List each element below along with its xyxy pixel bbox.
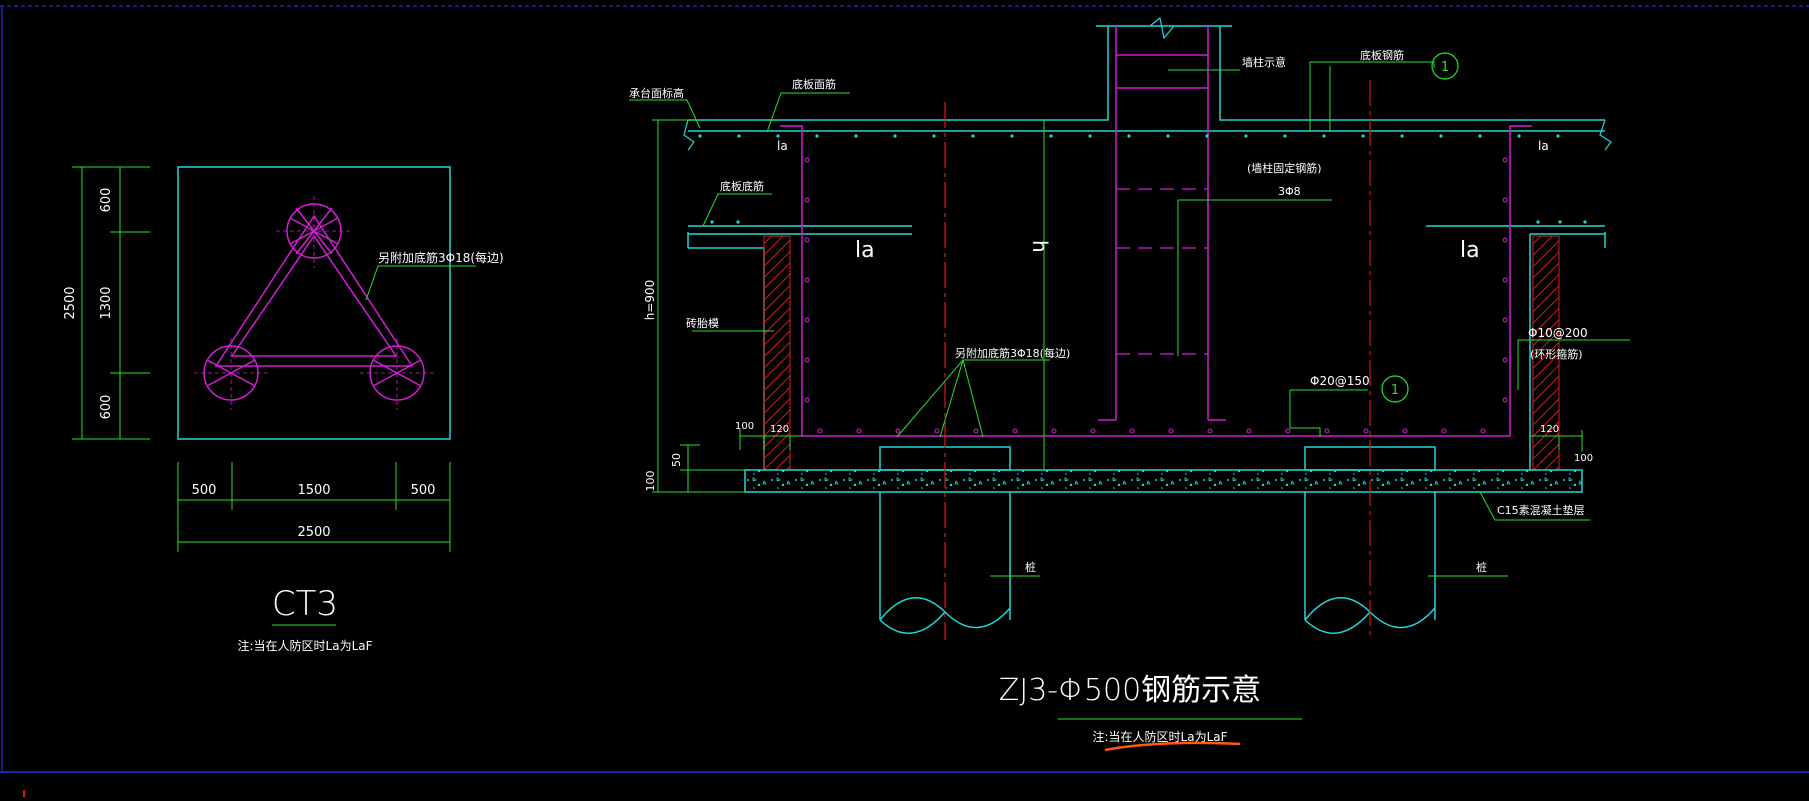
zj3-left-dims [652, 119, 1583, 493]
dim-50: 50 [670, 453, 683, 467]
label-brick: 砖胎模 [686, 316, 719, 330]
ct3-rebar-leader [365, 265, 476, 301]
ct3-left-dimensions [72, 166, 150, 440]
label-face-rebar: 底板面筋 [792, 77, 836, 91]
zj3-note: 注:当在人防区时La为LaF [1092, 729, 1227, 744]
sheet-frame [0, 5, 1809, 797]
label-column: 墙柱示意 [1242, 55, 1286, 69]
label-add-rebar: 另附加底筋3Φ18(每边) [955, 346, 1070, 360]
ct3-dim-bottom-total: 2500 [297, 525, 330, 540]
callout-circle-1 [1431, 52, 1459, 80]
ct3-note: 注:当在人防区时La为LaF [237, 638, 372, 653]
label-la-left: la [855, 238, 875, 263]
zj3-c15-cushion [744, 469, 1583, 493]
zj3-section: 1 1 承台面标高 底板面筋 墙柱示意 底板钢筋 la la 底板底筋 la h… [629, 16, 1630, 752]
label-fix-rebar: (墙柱固定钢筋) [1247, 161, 1322, 175]
label-top-level: 承台面标高 [629, 86, 684, 100]
label-la-right: la [1460, 238, 1480, 263]
label-la-top-right: la [1538, 139, 1549, 153]
label-ring: (环形箍筋) [1530, 347, 1583, 361]
zj3-leaders [629, 61, 1630, 577]
ct3-dim-bottom-mid: 1500 [297, 483, 330, 498]
ct3-dim-left-total: 2500 [63, 286, 78, 319]
break-mark-right-icon [1599, 119, 1612, 151]
label-fix-qty: 3Φ8 [1278, 185, 1301, 198]
callout-2-label: 1 [1391, 383, 1399, 398]
break-line-icon [1149, 16, 1175, 40]
dim-100-base: 100 [644, 471, 657, 492]
ct3-dim-bottom-left: 500 [192, 483, 217, 498]
callout-1-label: 1 [1441, 60, 1449, 75]
zj3-column-outline [688, 25, 1605, 121]
label-c15: C15素混凝土垫层 [1497, 503, 1585, 517]
zj3-column-ties [1116, 188, 1208, 355]
ct3-dim-bottom-right: 500 [411, 483, 436, 498]
label-bottom-rebar-top: 底板钢筋 [1360, 48, 1404, 62]
dim-100-right: 100 [1574, 453, 1593, 464]
zj3-brick-mold-right [1532, 235, 1560, 471]
label-h900: h=900 [643, 280, 657, 321]
zj3-note-underline [1104, 741, 1241, 752]
zj3-title: ZJ3-Φ500钢筋示意 [999, 673, 1261, 708]
dim-100-left: 100 [735, 421, 754, 432]
ct3-outline [177, 166, 451, 440]
label-pile-left: 桩 [1025, 560, 1036, 574]
label-phi10: Φ10@200 [1528, 326, 1588, 340]
zj3-column-rebar [1098, 26, 1226, 421]
label-bottom-bar: 底板底筋 [720, 179, 764, 193]
zj3-slab-outline [687, 130, 1606, 470]
zj3-slab-rebar-dots [698, 134, 1587, 224]
callout-circle-2 [1381, 375, 1409, 403]
zj3-centerlines [944, 80, 1371, 640]
zj3-rebar-dots [804, 157, 1508, 434]
label-h: h [1028, 240, 1052, 253]
ct3-plan: 另附加底筋3Φ18(每边) 600 1300 600 2500 500 1500… [63, 166, 504, 653]
ct3-dim-left-top: 600 [99, 188, 114, 213]
label-pile-right: 桩 [1476, 560, 1487, 574]
ct3-title: CT3 [272, 584, 338, 624]
ct3-rebar-label: 另附加底筋3Φ18(每边) [378, 250, 504, 265]
break-mark-left-icon [683, 119, 695, 151]
label-la-top-left: la [777, 139, 788, 153]
ct3-bottom-dimensions [177, 462, 451, 552]
ct3-dim-left-mid: 1300 [99, 286, 114, 319]
dim-120-right: 120 [1540, 424, 1559, 435]
zj3-cap-rebar [780, 125, 1532, 437]
label-phi20: Φ20@150 [1310, 374, 1370, 388]
dim-120-left: 120 [770, 424, 789, 435]
ct3-dim-left-bot: 600 [99, 395, 114, 420]
